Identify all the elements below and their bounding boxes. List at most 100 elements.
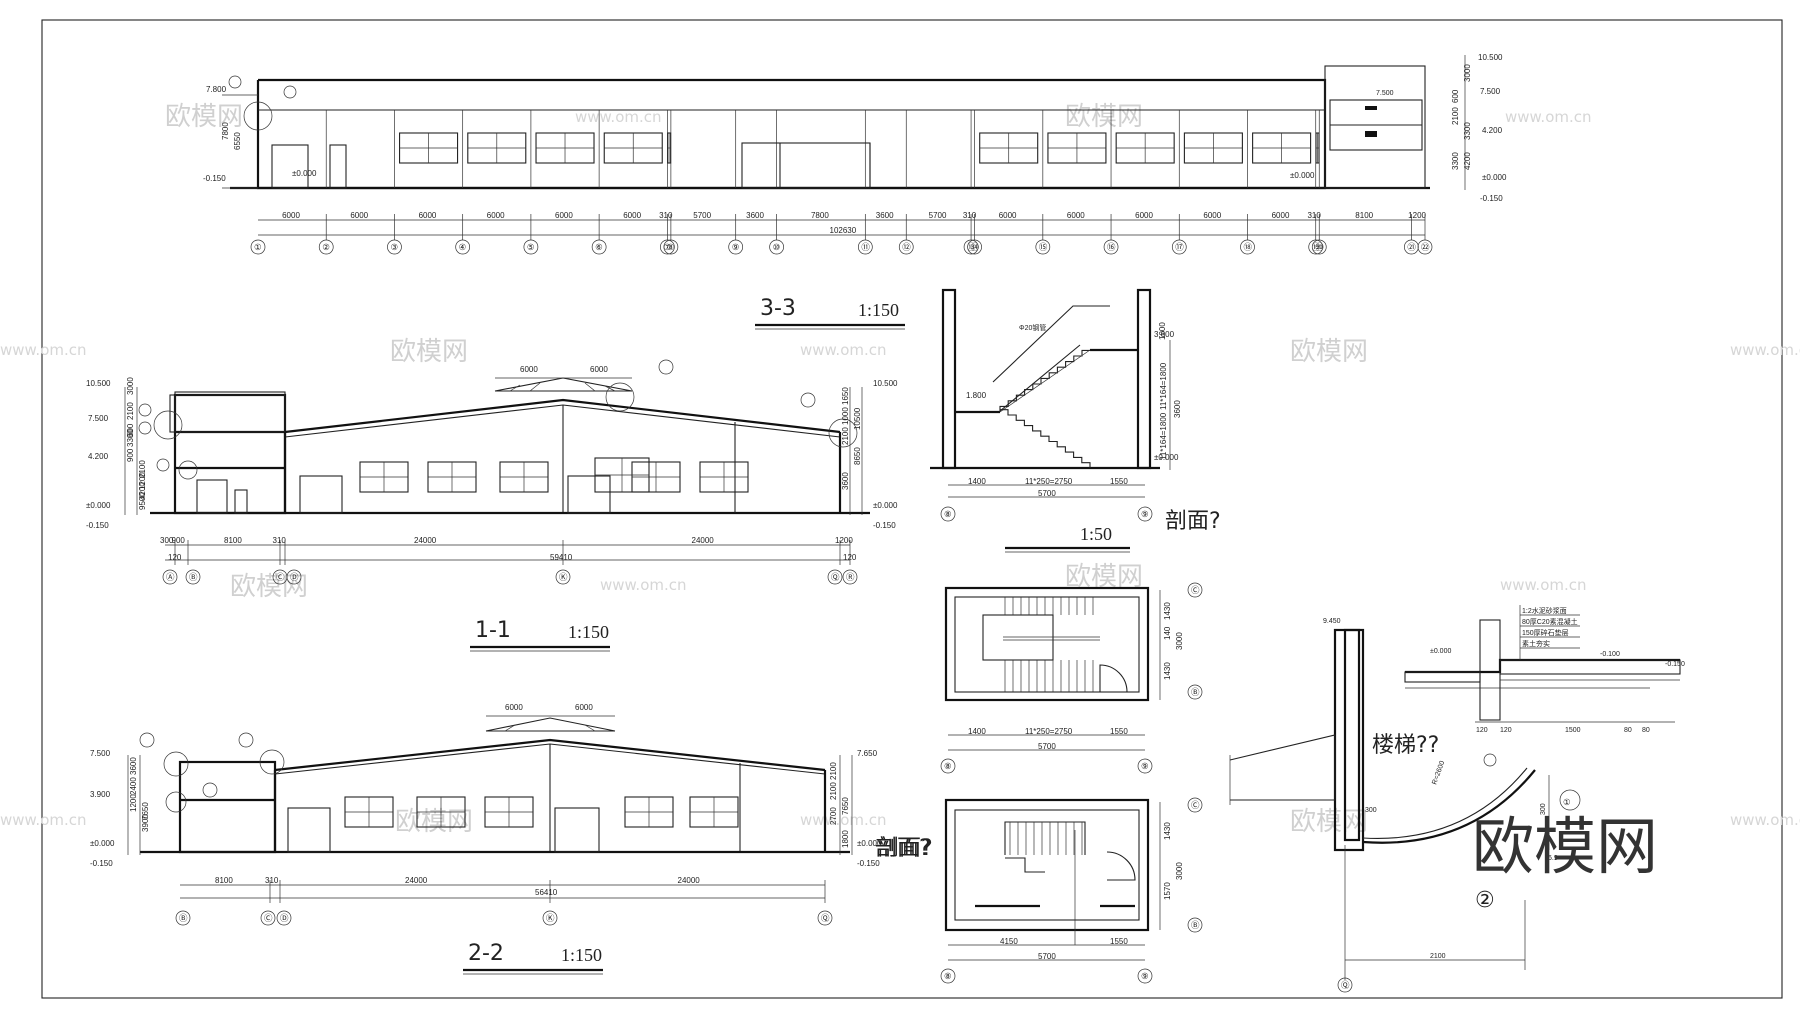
axis-bubble [542,910,558,926]
axis-bubble [175,910,191,926]
svg-text:②: ② [1475,888,1495,913]
svg-text:1000: 1000 [1158,322,1167,340]
svg-text:3600: 3600 [1173,400,1182,418]
layer-note: 150厚碎石垫层 [1522,628,1569,637]
detail-marker [658,359,674,375]
axis-bubble [857,239,873,255]
gutter-curve [1362,769,1536,844]
site-logo: 欧模网 [1472,810,1658,883]
plan2-label: 剖面? [875,836,931,861]
section-title: 3-3 [760,296,796,321]
dim-label: 2100 [138,460,147,478]
inner-level: ±0.000 [1290,171,1315,180]
axis-label: ⑭ [971,242,980,252]
axis-bubble [663,239,679,255]
svg-text:⑨: ⑨ [1141,509,1149,519]
section-scale: 1:150 [568,622,609,642]
svg-text:1430: 1430 [1163,822,1172,840]
detail-callout [178,460,198,480]
dim-label: 1650 [841,387,850,405]
axis-bubble [898,239,914,255]
dim-label: 1800 [841,830,850,848]
axis-bubble [1240,239,1255,255]
svg-text:Ⓠ: Ⓠ [1341,980,1350,990]
svg-text:-0.100: -0.100 [1600,651,1620,658]
axis-label: ③ [390,242,398,252]
detail-callout [243,101,273,131]
axis-label: ⑩ [773,242,781,252]
dim-label: 310 [265,876,279,885]
level-label: -0.150 [1480,194,1503,203]
dim-label: 2700 [829,807,838,825]
svg-text:Ⓑ: Ⓑ [1191,687,1200,697]
roof-line [284,398,841,434]
dim-label: 6000 [419,211,437,220]
axis-bubble [1103,239,1119,255]
dim-label: 24000 [405,876,428,885]
svg-text:140: 140 [1163,626,1172,640]
svg-text:R=2600: R=2600 [1431,760,1446,786]
dim-label: 1200 [138,472,147,490]
svg-text:⑧: ⑧ [944,971,952,981]
detail-callout [605,382,635,412]
watermark-url: www.om.cn [1730,811,1800,829]
inner-level: 7.500 [1376,90,1394,97]
dim-label: 7650 [841,797,850,815]
svg-text:3000: 3000 [1175,862,1184,880]
svg-text:5700: 5700 [1038,952,1056,961]
dim-label: 6000 [1067,211,1085,220]
axis-bubble [591,239,607,255]
svg-text:1500: 1500 [1565,727,1581,734]
svg-text:120: 120 [843,553,857,562]
svg-text:±0.000: ±0.000 [90,839,115,848]
dim-label: 310 [1307,211,1321,220]
level-label: ±0.000 [1482,173,1507,182]
axis-label: ⑱ [1243,242,1252,252]
svg-text:-0.150: -0.150 [873,521,896,530]
dim-label: 5700 [929,211,947,220]
svg-text:120: 120 [168,553,182,562]
svg-text:⑨: ⑨ [1141,761,1149,771]
svg-text:①: ① [1563,797,1571,807]
level-label: 7.800 [206,85,227,94]
svg-text:80: 80 [1642,727,1650,734]
axis-label: ⑮ [1039,242,1048,252]
dim-label: 1000 [841,407,850,425]
axis-label: ⑧ [667,242,675,252]
svg-text:600: 600 [1451,89,1460,103]
svg-text:Ⓒ: Ⓒ [1191,800,1200,810]
axis-bubble [769,239,784,255]
roof-line [274,738,826,772]
dim-label: 2400 [129,777,138,795]
dim-label: 6000 [1272,211,1290,220]
svg-text:6000: 6000 [575,703,593,712]
dim-label: 7800 [811,211,829,220]
level-label: 4.200 [1482,126,1503,135]
svg-text:2100: 2100 [1451,107,1460,125]
stair-flight [999,409,1091,468]
detail-callout [153,410,183,440]
detail-marker [800,392,816,408]
level-label: 7800 [221,122,230,140]
svg-text:-0.150: -0.150 [857,859,880,868]
detail-callout [828,418,858,448]
dim-total: 59410 [550,553,573,562]
axis-bubble [817,910,833,926]
level-label: 7.500 [1480,87,1501,96]
svg-text:9.450: 9.450 [1323,618,1341,625]
dim-label: 6000 [1135,211,1153,220]
stair-flight [999,349,1091,412]
svg-text:1550: 1550 [1110,727,1128,736]
dim-label: 6000 [487,211,505,220]
handrail [992,305,1110,383]
axis-label: ⑥ [595,242,603,252]
svg-text:3300: 3300 [1451,152,1460,170]
dim-label: 10500 [853,407,862,430]
watermark-url: www.om.cn [1505,108,1592,126]
watermark-url: www.om.cn [800,811,887,829]
axis-label: Ⓑ [189,572,198,582]
dim-label: 6000 [350,211,368,220]
svg-text:1550: 1550 [1110,937,1128,946]
dim-label: 3600 [841,472,850,490]
parapet-label: 楼梯?? [1372,733,1439,758]
